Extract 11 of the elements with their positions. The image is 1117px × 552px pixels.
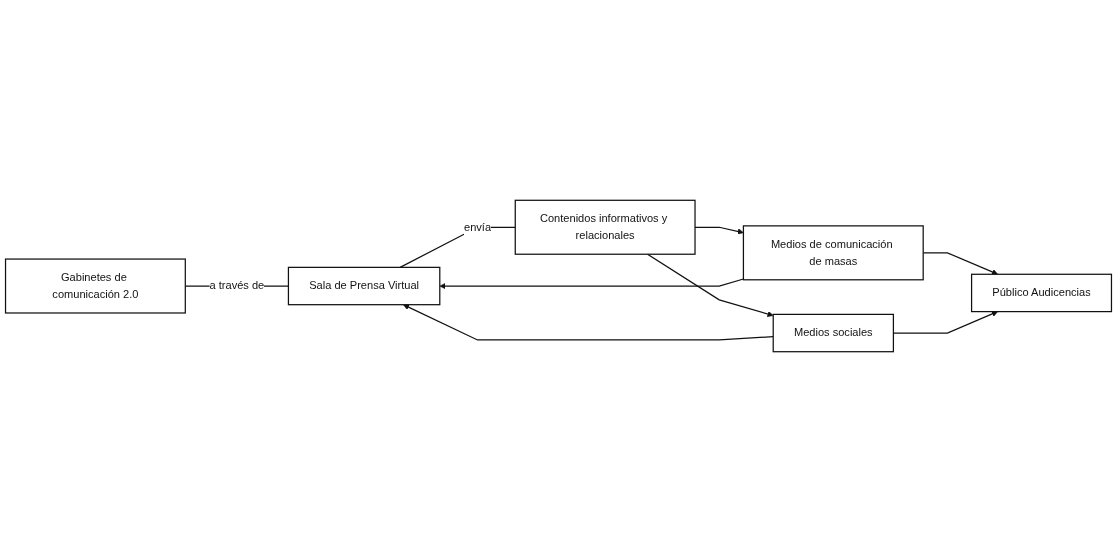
- arrow: [439, 278, 745, 290]
- edge-label: envía: [463, 221, 492, 233]
- node-box: Sala de Prensa Virtual: [287, 266, 441, 306]
- node-box: Contenidos informativos y relacionales: [514, 199, 696, 255]
- arrow: [403, 304, 774, 341]
- arrow: [646, 253, 774, 317]
- edge-label: a través de: [209, 279, 265, 292]
- node-box: Medios sociales: [772, 313, 894, 353]
- node-box: Gabinetes de comunicación 2.0: [4, 258, 186, 314]
- node-box: Público Audicencias: [970, 273, 1113, 313]
- node-box: Medios de comunicación de masas: [742, 225, 924, 281]
